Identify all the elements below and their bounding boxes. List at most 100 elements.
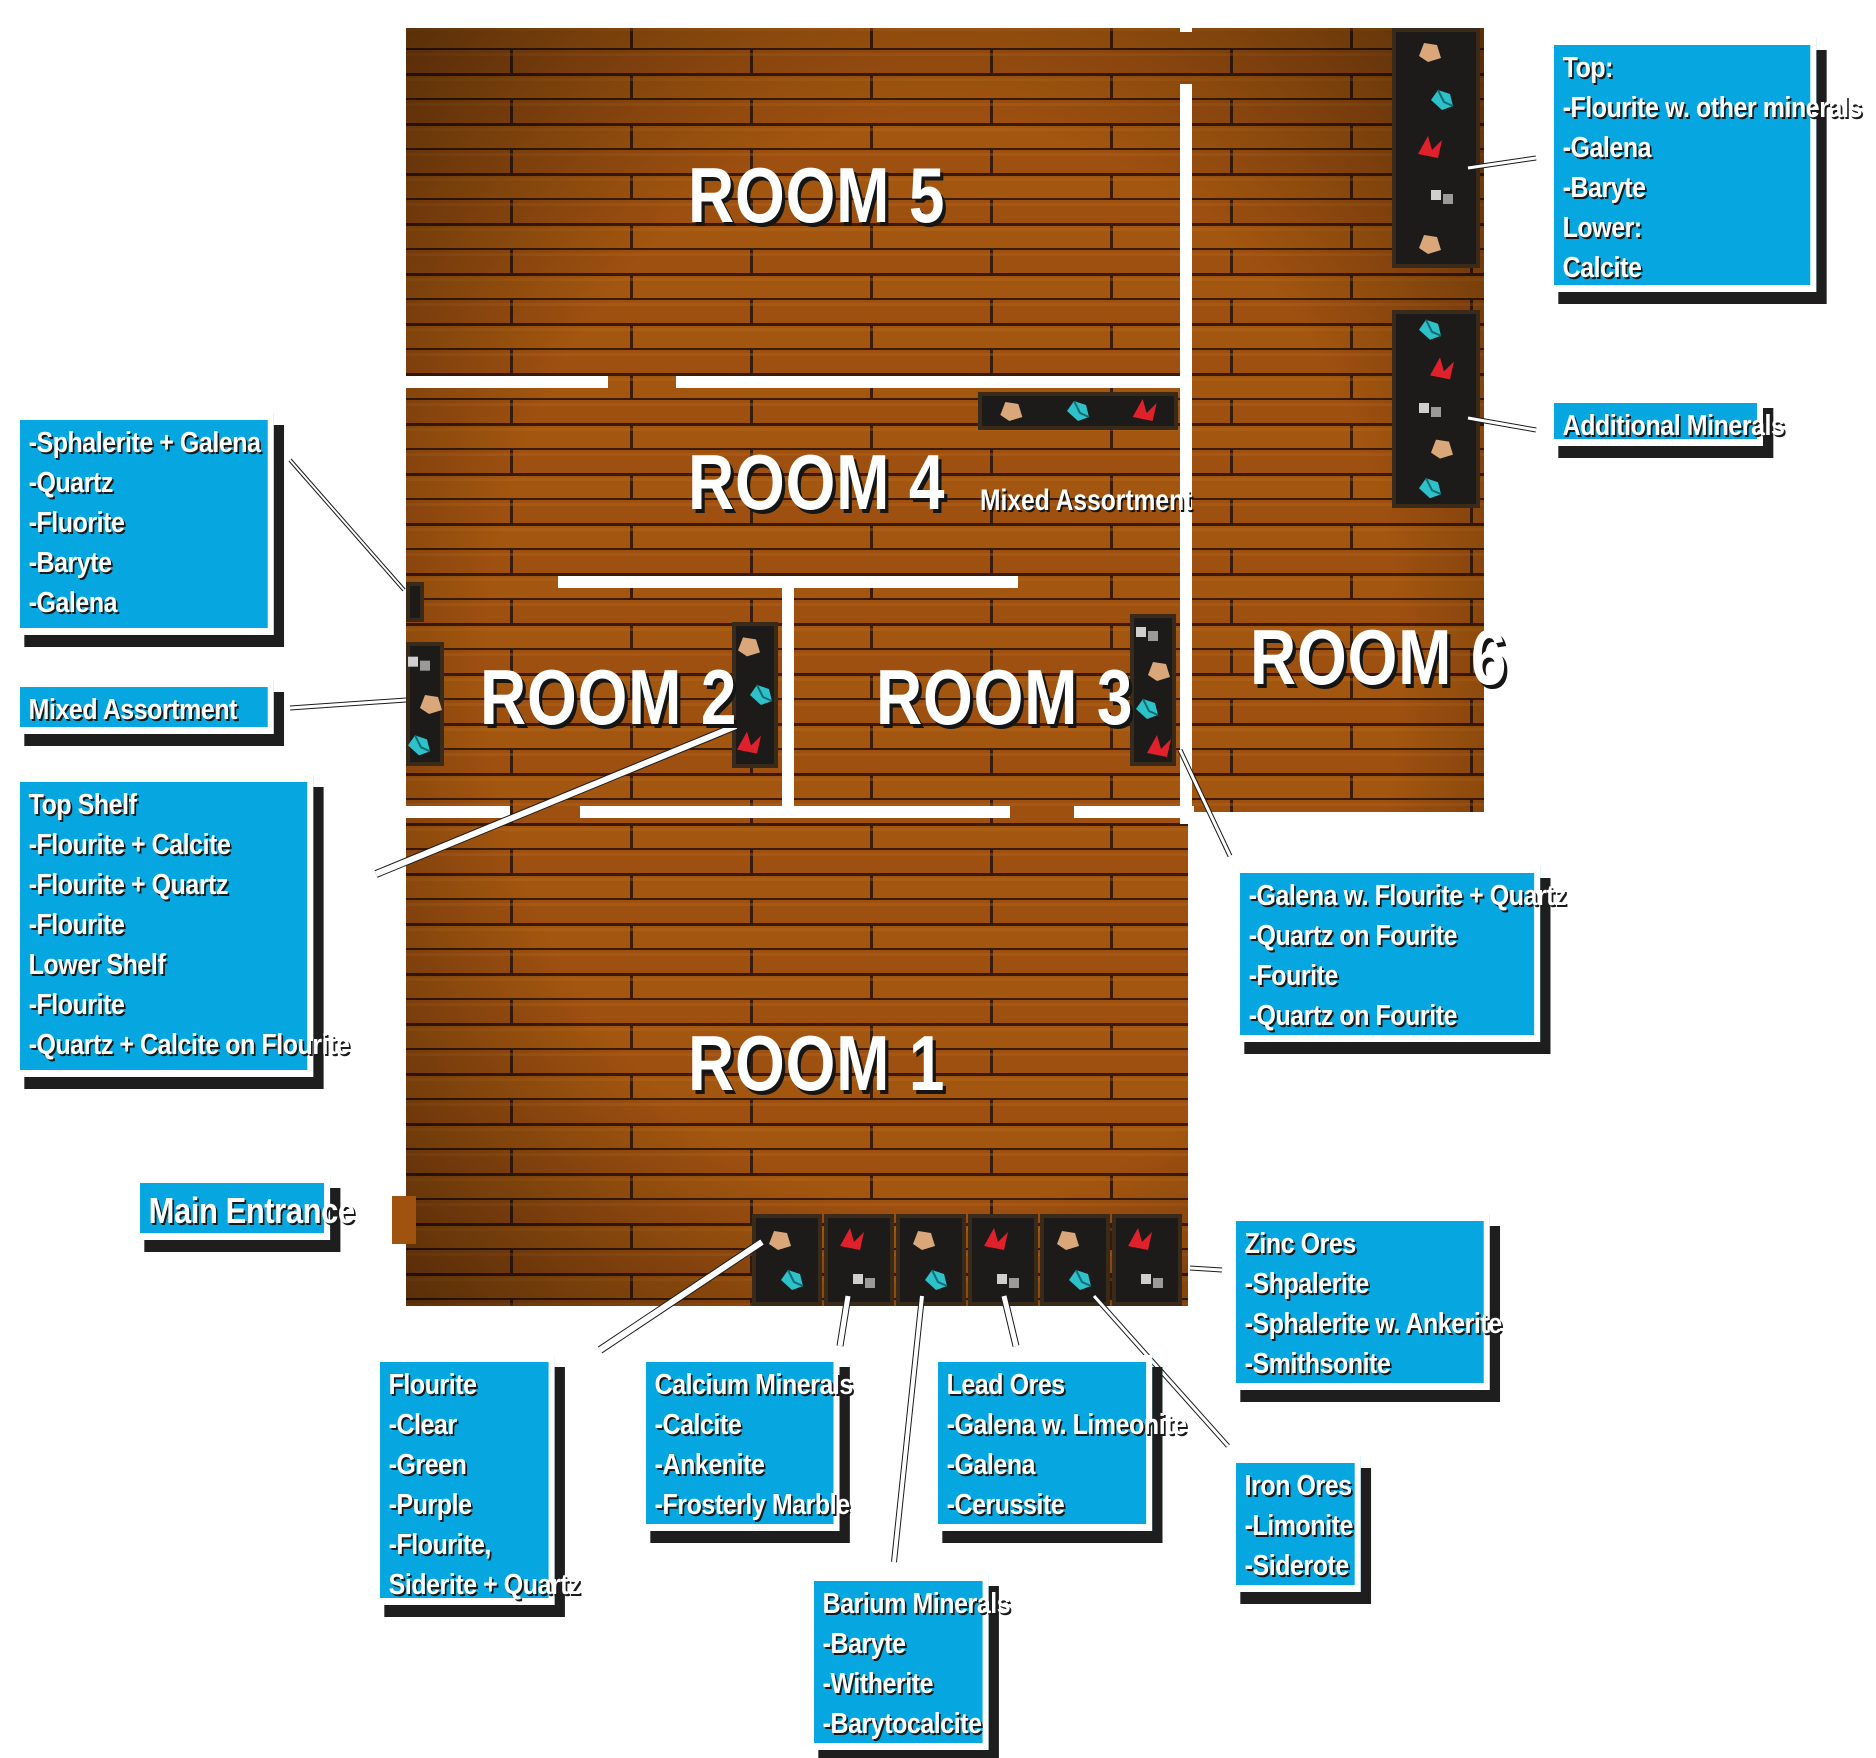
label-line: Calcite (1562, 252, 1642, 284)
label-line: Main Entrance (148, 1190, 355, 1231)
label-line: -Calcite (654, 1409, 742, 1441)
label-line: Lower: (1562, 212, 1643, 244)
room-5-title: ROOM 5 (688, 151, 946, 239)
fluorite-green-icon (1067, 400, 1090, 421)
label-line: -Quartz (28, 467, 114, 499)
red-crystal-icon (1128, 1228, 1152, 1250)
room1-top-wall-a (398, 806, 510, 818)
label-line: Siderite + Quartz (388, 1569, 581, 1601)
label-line: -Galena (28, 587, 118, 619)
room6-additional-display-case (1392, 310, 1480, 508)
label-line: Additional Minerals (1562, 410, 1785, 442)
label-line: -Flourite w. other minerals (1562, 92, 1863, 124)
calcite-icon (1148, 662, 1170, 681)
fluorite-green-icon (1419, 477, 1442, 499)
label-line: -Green (388, 1449, 467, 1481)
label-line: -Clear (388, 1409, 458, 1441)
label-line: -Galena (1562, 132, 1652, 164)
room1-top-wall-b (580, 806, 1010, 818)
room45-wall-left (398, 376, 608, 388)
room1-bottom-display-case (752, 1214, 822, 1306)
label-line: -Shpalerite (1244, 1268, 1370, 1300)
fluorite-green-icon (925, 1269, 948, 1290)
calcite-icon (1431, 439, 1453, 459)
label-line: -Flourite + Calcite (28, 829, 231, 861)
room2-mixed-assortment-label: Mixed Assortment (14, 680, 274, 734)
barium-minerals-label: Barium Minerals -Baryte -Witherite -Barytoc… (808, 1574, 1011, 1750)
room1-top-wall-c (1074, 806, 1194, 818)
entrance-door (392, 1196, 416, 1244)
label-line: -Galena w. Limeonite (946, 1409, 1187, 1441)
room2-center-display-case (732, 622, 778, 768)
red-crystal-icon (840, 1228, 864, 1250)
room4-left-leader (289, 459, 405, 591)
room6-additional-minerals-label: Additional Minerals (1548, 396, 1785, 446)
iron-leader (1092, 1295, 1230, 1447)
flourite-label: Flourite-Clear-Green-Purple-Flourite,Sid… (374, 1355, 581, 1605)
room2-center-shelf-label: Top Shelf-Flourite + Calcite-Flourite + … (14, 775, 350, 1077)
label-line: -Galena w. Flourite + Quartz (1248, 880, 1567, 912)
room6-top-shelf-label: Top:-Flourite w. other minerals-Galena-B… (1548, 38, 1863, 292)
label-line: -Witherite (822, 1668, 934, 1700)
label-line: -Flourite (28, 989, 125, 1021)
label-line: -Quartz on Fourite (1248, 920, 1458, 952)
fluorite-green-icon (781, 1269, 804, 1290)
galena-icon (1136, 627, 1158, 641)
label-line: -Quartz + Calcite on Flourite (28, 1029, 350, 1061)
room-4-mixed-assortment-note: Mixed Assortment (980, 484, 1193, 517)
room-1-title: ROOM 1 (688, 1019, 946, 1107)
room56-divider (1180, 84, 1192, 824)
main-entrance-label: Main Entrance (134, 1176, 355, 1240)
room23-divider (782, 580, 794, 810)
calcite-icon (913, 1231, 935, 1250)
room2-mixed-leader (289, 698, 407, 710)
walls (392, 20, 1504, 1324)
calcite-icon (769, 1231, 791, 1250)
label-line: Top: (1562, 52, 1614, 84)
calcite-icon (1000, 402, 1023, 421)
calcite-icon (1057, 1231, 1079, 1250)
label-line: -Flourite + Quartz (28, 869, 229, 901)
red-crystal-icon (984, 1228, 1008, 1250)
label-line: -Baryte (822, 1628, 906, 1660)
label-line: -Cerussite (946, 1489, 1065, 1521)
room4-left-shelf-label: -Sphalerite + Galena-Quartz-Fluorite-Bar… (14, 413, 274, 635)
label-line: -Ankenite (654, 1449, 765, 1481)
fluorite-green-icon (1069, 1269, 1092, 1290)
lead-leader (1001, 1295, 1019, 1347)
room6-additional-leader (1467, 416, 1537, 432)
label-line: Barium Minerals (822, 1588, 1011, 1620)
room6-top-leader (1467, 156, 1537, 170)
label-line: Iron Ores (1244, 1470, 1352, 1502)
label-line: -Galena (946, 1449, 1036, 1481)
room-4-title: ROOM 4 (688, 438, 946, 526)
room4-left-door-case (406, 582, 424, 622)
room1-right-wall (1188, 812, 1200, 1324)
room2-left-display-case (406, 642, 444, 766)
room4-top-display-case (978, 392, 1178, 430)
red-crystal-icon (1147, 735, 1171, 757)
fluorite-green-icon (750, 684, 773, 705)
fluorite-green-icon (1419, 319, 1442, 340)
label-line: Flourite (388, 1369, 477, 1401)
room45-wall-right (676, 376, 1182, 388)
label-line: -Smithsonite (1244, 1348, 1391, 1380)
top-door-stub (1180, 20, 1192, 32)
outer-bottom-wall (398, 1312, 1198, 1324)
label-line: -Fluorite (28, 507, 125, 539)
room2-center-leader (374, 723, 738, 877)
red-crystal-icon (1430, 357, 1454, 380)
galena-icon (1419, 403, 1441, 417)
label-line: -Limonite (1244, 1510, 1354, 1542)
red-crystal-icon (1418, 136, 1442, 158)
room1-bottom-display-case (824, 1214, 894, 1306)
label-line: -Quartz on Fourite (1248, 1000, 1458, 1032)
room1-bottom-display-case (968, 1214, 1038, 1306)
fluorite-green-icon (408, 734, 431, 756)
room3-right-leader (1178, 749, 1232, 857)
galena-icon (408, 656, 430, 671)
calcite-icon (1419, 43, 1441, 62)
label-line: -Barytocalcite (822, 1708, 982, 1740)
outer-left-wall (398, 20, 406, 1320)
room-2-title: ROOM 2 (480, 653, 738, 741)
